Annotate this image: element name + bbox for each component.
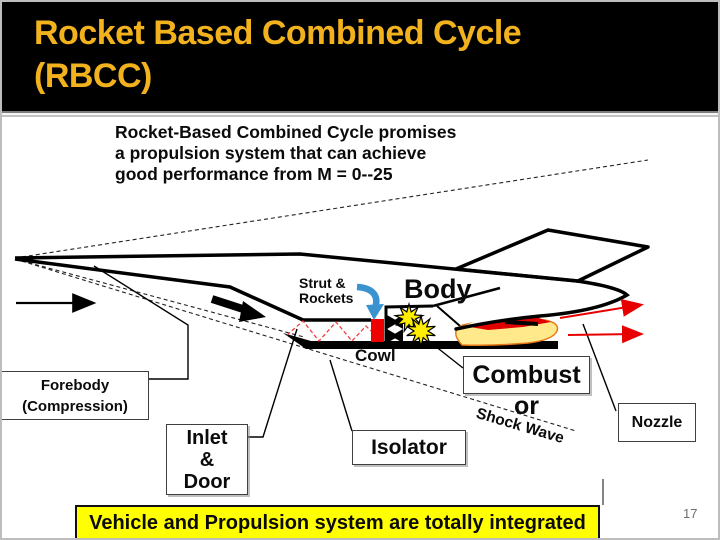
rocket-box [371, 319, 384, 342]
inlet-flow-arrow [210, 295, 248, 314]
page-title: Rocket Based Combined Cycle (RBCC) [34, 12, 522, 98]
aft-body-outline [454, 279, 630, 331]
exhaust-arrow-upper [559, 299, 644, 319]
upper-shock-dashed-line [14, 159, 649, 259]
exhaust-arrow-lower [567, 325, 644, 344]
callout-isolator: Isolator [352, 430, 466, 465]
inlet-flow-arrowhead [239, 301, 266, 322]
nozzle-ramp-line [436, 305, 461, 327]
header-divider [0, 111, 720, 118]
strut-label-line2: Rockets [299, 290, 354, 306]
forebody-line1: Forebody [40, 376, 110, 394]
intro-line-2: a propulsion system that can achieve [115, 143, 427, 163]
strut-nozzle-icon [391, 329, 403, 343]
forebody-leader-line [93, 265, 189, 380]
aft-body-fill [456, 281, 627, 329]
combustor-cavity-line [384, 304, 434, 342]
label-strut-rockets: Strut & Rockets [299, 276, 353, 306]
forebody-underside-line [14, 257, 371, 322]
callout-combustor: Combust or [463, 356, 590, 420]
callout-inlet-door: Inlet & Door [166, 424, 248, 495]
title-line-1: Rocket Based Combined Cycle [34, 14, 522, 52]
nozzle-leader-line [582, 323, 617, 412]
inlet-line3: Door [183, 470, 231, 493]
combustion-flash-icon [406, 313, 436, 349]
callout-nozzle: Nozzle [618, 403, 696, 442]
cowl-lip-shock-dashed-line [14, 258, 305, 338]
label-body: Body [404, 274, 472, 304]
page-number: 17 [683, 506, 698, 521]
inlet-line1: Inlet [186, 426, 228, 449]
combustor-leader-line [429, 341, 464, 369]
isolator-leader-line [329, 359, 353, 432]
inlet-line2: & [199, 448, 215, 471]
intro-text: Rocket-Based Combined Cycle promises a p… [115, 122, 456, 185]
aft-interior-line [432, 286, 501, 308]
intro-line-1: Rocket-Based Combined Cycle promises [115, 122, 457, 142]
callout-forebody: Forebody (Compression) [1, 371, 149, 420]
combustion-flash-icon [392, 301, 426, 334]
plume-dark-streak [504, 320, 539, 326]
inlet-door-leader-line [247, 328, 298, 438]
strut-pointer-arrowhead [366, 304, 384, 320]
title-line-2: (RBCC) [34, 57, 152, 95]
summary-banner: Vehicle and Propulsion system are totall… [75, 505, 600, 540]
isolator-shock-train-zigzag [286, 320, 372, 343]
body-top-line [14, 252, 578, 283]
combustor-box-line1: Combust [463, 356, 590, 394]
forebody-line2: (Compression) [22, 397, 128, 415]
combustor-overflow-line2: or [514, 392, 539, 420]
slide-header: Rocket Based Combined Cycle (RBCC) [0, 0, 720, 111]
label-cowl: Cowl [355, 346, 396, 365]
strut-label-line1: Strut & [299, 275, 346, 291]
intro-line-3: good performance from M = 0--25 [115, 164, 393, 184]
